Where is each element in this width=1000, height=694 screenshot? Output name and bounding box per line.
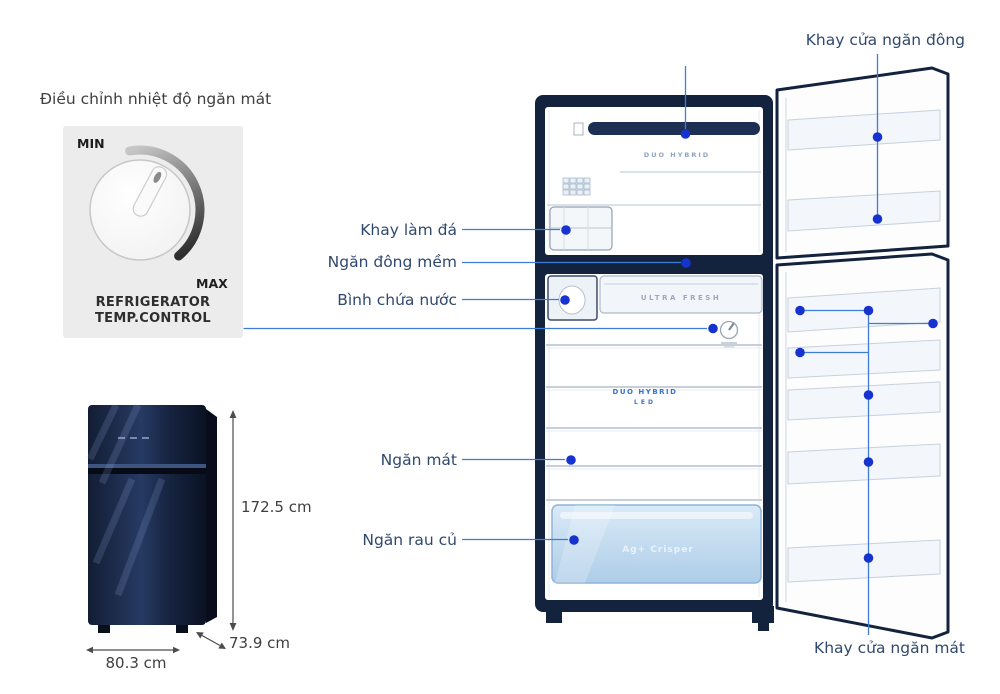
max-label: MAX (196, 276, 228, 291)
cabinet-foot (546, 612, 562, 623)
callout-label-cool-compartment: Ngăn mát (380, 451, 457, 469)
door-hinge (752, 606, 774, 623)
callout-label-water-tank: Bình chứa nước (337, 291, 457, 309)
fridge-foot-left (98, 625, 110, 633)
callout-label-soft-freezer: Ngăn đông mềm (327, 253, 457, 271)
callout-label-freezer-door-tray: Khay cửa ngăn đông (805, 31, 965, 49)
depth-dimension: 73.9 cm (229, 634, 291, 652)
fridge-door-tray-5 (787, 539, 941, 583)
callout-label-vegetable-drawer: Ngăn rau củ (362, 531, 457, 549)
fridge-door-tray-2 (787, 339, 941, 379)
fridge-door-tray-3 (787, 381, 941, 421)
duo-hybrid-freezer-label: DUO HYBRID (644, 151, 710, 159)
width-dimension: 80.3 cm (105, 654, 167, 672)
ultra-fresh-drawer (599, 275, 763, 314)
dial-caption-line1: REFRIGERATOR (96, 295, 211, 310)
freezer-door-tray-upper (787, 109, 941, 151)
freezer-door-tray-lower (787, 190, 941, 232)
height-dimension: 172.5 cm (241, 498, 312, 516)
crisper-label: Ag+ Crisper (622, 545, 694, 555)
duo-hybrid-led-label: DUO HYBRID (613, 388, 678, 396)
shelves (546, 344, 762, 501)
freezer-handle (88, 464, 206, 468)
freezer-light-bar (588, 122, 760, 135)
ultra-fresh-label: ULTRA FRESH (641, 294, 721, 302)
freezer-icon (573, 122, 584, 136)
dial-caption-line2: TEMP.CONTROL (95, 311, 211, 326)
glass-reflections (86, 403, 166, 597)
door-gap (88, 468, 206, 474)
display-marks (118, 437, 149, 439)
min-label: MIN (77, 136, 105, 151)
temp-control-panel: MIN MAX REFRIGERATOR TEMP.CONTROL (63, 126, 243, 338)
ice-maker-grid (562, 177, 591, 196)
dial-pointer (132, 166, 168, 217)
fridge-front (88, 405, 206, 625)
callout-label-cooler-door-tray: Khay cửa ngăn mát (814, 639, 965, 657)
refrigerator-diagram: DUO HYBRID ULTRA FRESH (535, 66, 950, 640)
temp-control-title: Điều chỉnh nhiệt độ ngăn mát (40, 90, 272, 108)
product-photo (86, 403, 217, 633)
temp-dial-illustration: MIN MAX REFRIGERATOR TEMP.CONTROL (77, 136, 228, 326)
water-tank-cup (558, 285, 586, 315)
fridge-foot-right (176, 625, 188, 633)
fridge-side-panel (206, 409, 217, 623)
led-label: LED (634, 399, 656, 406)
callout-label-ice-tray: Khay làm đá (360, 221, 457, 239)
dial-range-arc (125, 145, 205, 261)
crisper-drawer (551, 504, 762, 584)
